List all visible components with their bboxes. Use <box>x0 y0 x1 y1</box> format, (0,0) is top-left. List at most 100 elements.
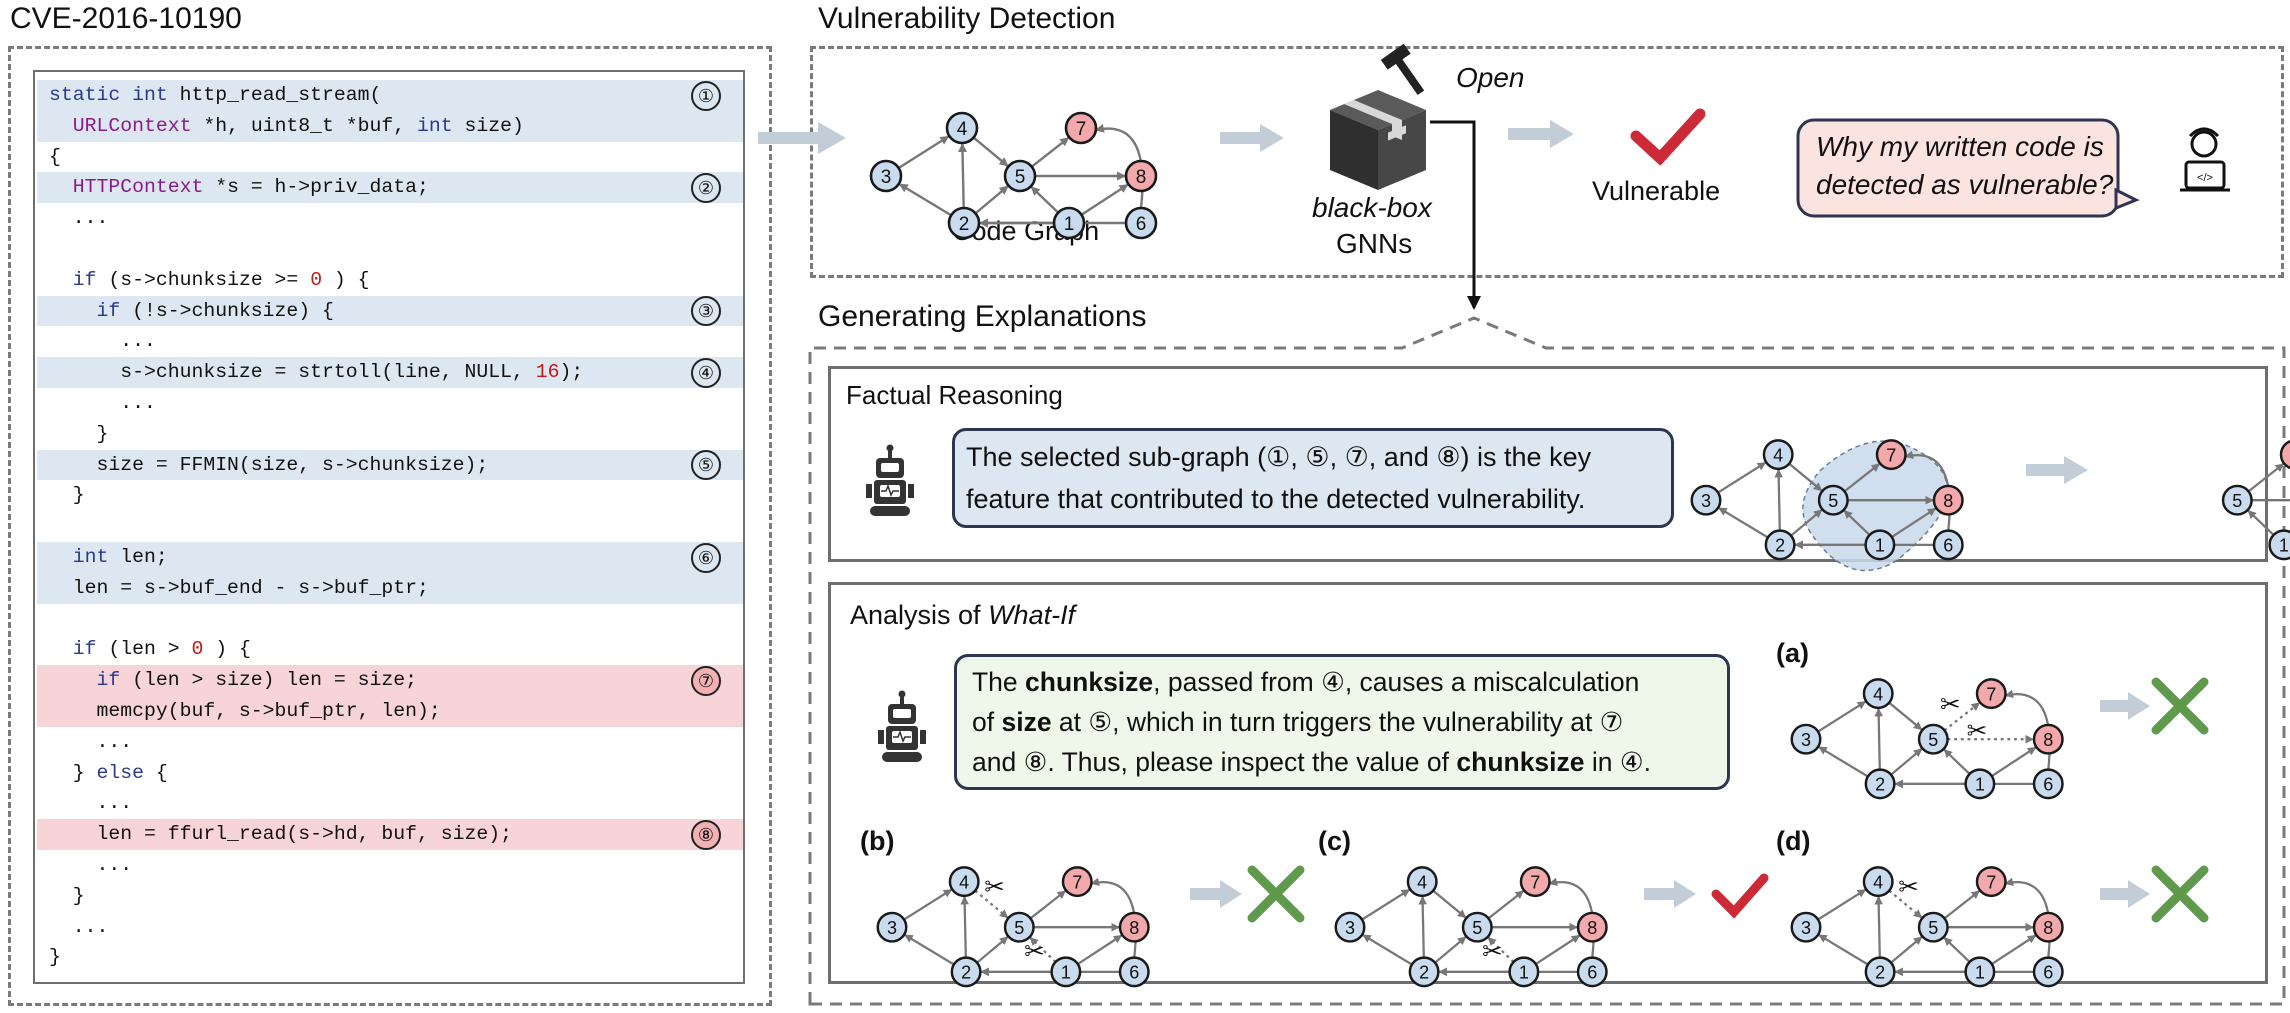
graph-edge <box>1434 936 1467 964</box>
graph-node-label: 7 <box>1076 119 1087 140</box>
code-token: len = s->buf_end - s->buf_ptr; <box>49 576 429 599</box>
graph-node <box>1576 911 1608 943</box>
graph-edge <box>1030 186 1060 214</box>
graph-edge <box>958 142 968 209</box>
graph-node <box>1003 911 1035 943</box>
code-token: } <box>49 422 109 445</box>
code-line: if (!s->chunksize) { <box>49 296 334 326</box>
graph-node-label: 7 <box>1986 872 1996 892</box>
graph-node-label: 1 <box>1061 963 1071 983</box>
graph-node <box>1790 911 1822 943</box>
code-token: if <box>72 638 97 661</box>
code-line: ... <box>49 912 109 942</box>
code-token: http_read_stream( <box>179 84 382 106</box>
graph-node-label: 6 <box>1943 536 1953 556</box>
graph-node-label: 8 <box>1587 918 1597 938</box>
graph-node <box>1124 159 1158 193</box>
code-line: } <box>49 419 108 449</box>
code-token: 0 <box>191 638 204 661</box>
graph-node-label: 5 <box>2232 491 2242 511</box>
code-token: { <box>143 761 168 784</box>
factual-title: Factual Reasoning <box>846 380 1063 410</box>
graph-node-label: 5 <box>1015 167 1026 188</box>
graph-node <box>1461 911 1493 943</box>
code-step-marker: ③ <box>691 296 721 327</box>
check-icon-c <box>1711 873 1769 919</box>
code-token: (len > <box>96 638 192 661</box>
whatif-bubble <box>954 654 1730 790</box>
graph-node <box>948 866 980 898</box>
code-line: ... <box>49 727 132 757</box>
graph-node-label: 2 <box>959 214 970 235</box>
code-token: *s = h->priv_data; <box>203 176 429 199</box>
graph-node <box>1124 206 1158 240</box>
svg-text:</>: </> <box>2197 172 2213 184</box>
code-token: ... <box>49 330 156 353</box>
panel-d-label: (d) <box>1776 826 1811 856</box>
graph-node <box>1519 866 1551 898</box>
graph-node <box>1052 206 1086 240</box>
graph-edge <box>1817 888 1867 921</box>
graph-node <box>1875 439 1907 471</box>
graph-node <box>1762 439 1794 471</box>
graph-node <box>1118 956 1150 988</box>
code-step-marker: ⑦ <box>691 665 721 696</box>
code-highlight-blue <box>37 172 743 204</box>
scissors-icon: ✂ <box>1967 718 1988 745</box>
graph-node <box>1064 111 1098 145</box>
graph-node-label: 1 <box>1975 775 1985 795</box>
graph-edge <box>1788 462 1823 492</box>
code-highlight-red <box>37 665 743 727</box>
graph-node <box>1862 678 1894 710</box>
graph-node <box>1932 484 1964 516</box>
graph-node-label: 8 <box>1129 918 1139 938</box>
whatif-token: of <box>972 707 1002 737</box>
graph-node-label: 5 <box>1472 918 1482 938</box>
graph-edge <box>1817 700 1867 733</box>
graph-edge <box>1991 934 2037 966</box>
graph-node <box>869 159 903 193</box>
graph-node <box>876 911 908 943</box>
code-line: ... <box>49 203 109 233</box>
code-token: *h, uint8_t *buf, <box>191 114 418 137</box>
code-token: if <box>72 268 97 291</box>
code-highlight-blue <box>37 357 743 388</box>
code-token: 0 <box>310 268 323 291</box>
graph-node-label: 5 <box>1928 918 1938 938</box>
graph-node-label: 5 <box>1014 918 1024 938</box>
graph-node <box>1690 484 1722 516</box>
graph-edge <box>1718 507 1769 539</box>
cross-icon-d <box>2151 865 2209 923</box>
graph-node-label: 3 <box>887 918 897 938</box>
graph-edge <box>976 936 1009 964</box>
code-token: (!s->chunksize) { <box>120 299 334 322</box>
code-token: HTTPContext <box>72 176 204 199</box>
factual-subgraph: 1578 <box>2221 440 2290 561</box>
graph-edge <box>972 136 1009 167</box>
graph-edge <box>1874 707 1883 770</box>
arrow-gnn-to-result <box>1550 120 1574 148</box>
graph-edge <box>1843 509 1871 536</box>
arrow-panel-b <box>1220 880 1242 908</box>
code-token: if <box>96 669 121 692</box>
graph-node <box>1061 866 1093 898</box>
graph-edge <box>1843 463 1881 493</box>
whatif-line: of size at ⑤, which in turn triggers the… <box>972 702 1651 742</box>
graph-node-label: 3 <box>881 167 892 188</box>
graph-edge <box>1077 934 1123 966</box>
graph-node-label: 4 <box>1417 872 1427 892</box>
code-line: ... <box>49 388 156 418</box>
code-token: if <box>96 299 121 322</box>
code-step-marker: ⑤ <box>691 450 721 481</box>
whatif-line: and ⑧. Thus, please inspect the value of… <box>972 742 1651 782</box>
graph-node-label: 4 <box>1773 445 1783 465</box>
whatif-title: Analysis of What-If <box>850 600 1075 631</box>
graph-node-label: 1 <box>1064 214 1075 235</box>
graph-node-label: 4 <box>957 119 968 140</box>
scissors-icon: ✂ <box>984 874 1005 901</box>
graph-node-label: 4 <box>959 872 969 892</box>
graph-edge <box>903 888 953 921</box>
